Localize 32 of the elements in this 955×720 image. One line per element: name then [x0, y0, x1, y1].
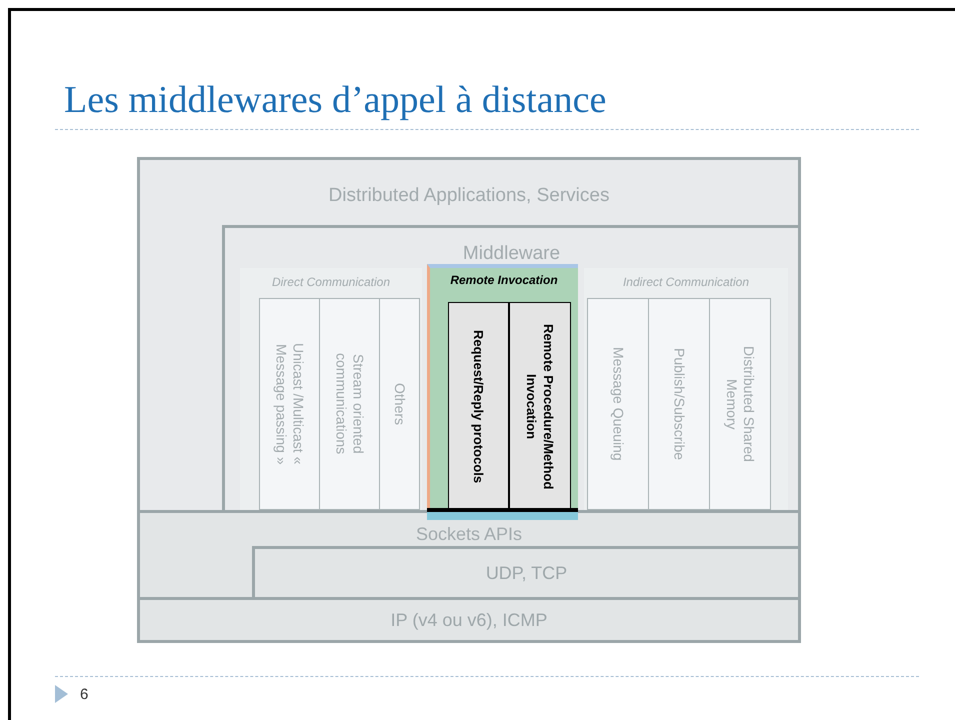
layer-title: Distributed Applications, Services: [328, 185, 610, 206]
column-label: Request/Reply protocols: [470, 330, 487, 484]
column-box: [709, 298, 771, 510]
panel-heading: Direct Communication: [272, 275, 390, 289]
layer-title: IP (v4 ou v6), ICMP: [390, 608, 548, 632]
column-label: Stream oriented communications: [332, 352, 366, 457]
layer-title: Sockets APIs: [416, 524, 522, 544]
column-label: Message Queuing: [610, 347, 626, 461]
layer-box: [137, 597, 801, 643]
layer-title: Middleware: [462, 243, 560, 264]
column-box: [379, 298, 420, 510]
slide-title: Les middlewares d’appel à distance: [64, 78, 606, 123]
page-number: 6: [80, 685, 88, 705]
column-box: [648, 298, 710, 510]
layer-box: [222, 225, 801, 513]
column-box: [319, 298, 380, 510]
column-box: [587, 298, 649, 510]
layer-title: UDP, TCP: [486, 562, 568, 584]
column-label: Publish/Subscribe: [670, 348, 688, 460]
panel-heading: Indirect Communication: [622, 275, 750, 289]
column-label: Remote Procedure/Method Invocation: [523, 323, 557, 492]
column-label: Unicast /Multicast « Message passing »: [272, 342, 306, 467]
highlighted-panel: [427, 264, 578, 510]
column-label: Distributed Shared Memory: [723, 345, 757, 464]
layer-box: [137, 510, 801, 600]
category-panel: [240, 268, 422, 510]
layer-box: [137, 157, 801, 513]
category-panel: [584, 268, 788, 510]
column-label: Others: [391, 382, 408, 425]
layer-box: [252, 546, 801, 600]
column-box: [259, 298, 320, 510]
panel-heading: Remote Invocation: [450, 273, 558, 287]
